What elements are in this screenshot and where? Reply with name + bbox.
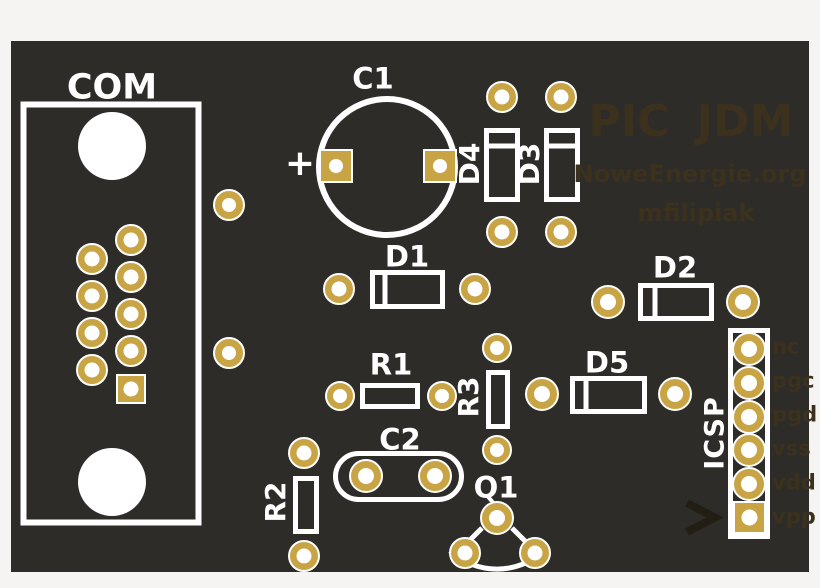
icsp-pin-label-vss: vss [772, 436, 811, 461]
icsp-pad-vpp-square [733, 501, 766, 534]
icsp-pad-vss [732, 433, 766, 467]
icsp-pad-vdd [732, 467, 766, 501]
r3-pad [482, 435, 512, 465]
d4-pad [486, 216, 518, 248]
r1-pad [325, 381, 355, 411]
d5-outline [570, 376, 647, 414]
d1-label: D1 [384, 239, 430, 274]
icsp-header-outline [728, 328, 770, 539]
d1-pad [459, 273, 491, 305]
vpp-arrow-icon [685, 499, 724, 536]
icsp-pad-pgd [732, 400, 766, 434]
d4-outline [484, 128, 520, 202]
db9-pads [76, 224, 147, 404]
icsp-pin-label-vpp: vpp [772, 504, 816, 529]
d2-pad [591, 285, 625, 319]
c1-label: C1 [352, 61, 394, 96]
icsp-pin-label-nc: nc [772, 334, 800, 359]
d5-pad [525, 377, 559, 411]
r3-label: R3 [452, 376, 485, 418]
d4-pad [486, 81, 518, 113]
d4-label: D4 [453, 142, 486, 186]
icsp-pad-pgc [732, 366, 766, 400]
d3-pad [545, 81, 577, 113]
q1-label: Q1 [473, 470, 519, 505]
r3-pad [482, 333, 512, 363]
d5-pad [658, 377, 692, 411]
r1-outline [360, 383, 420, 409]
c1-pad-positive [319, 149, 353, 183]
db9-pad [115, 224, 147, 256]
c2-pad [418, 459, 452, 493]
icsp-pin-label-pgd: pgd [772, 402, 818, 427]
author-text: mfilipiak [637, 199, 755, 227]
icsp-pin-label-vdd: vdd [772, 470, 816, 495]
q1-pad [480, 501, 514, 535]
r2-pad [288, 540, 320, 572]
db9-pad [76, 280, 108, 312]
d5-label: D5 [584, 345, 630, 380]
website-text: NoweEnergie.org [573, 160, 807, 188]
c2-outline [333, 451, 464, 502]
c2-label: C2 [379, 422, 421, 457]
via-pad [213, 337, 245, 369]
d2-label: D2 [652, 250, 698, 285]
db9-pad [115, 298, 147, 330]
com-mounting-hole [78, 112, 146, 180]
d3-pad [545, 216, 577, 248]
db9-pad [76, 317, 108, 349]
d1-outline [370, 270, 445, 309]
d2-pad [726, 285, 760, 319]
db9-pad [115, 335, 147, 367]
r1-label: R1 [369, 347, 413, 382]
db9-pad [76, 354, 108, 386]
db9-pad [76, 243, 108, 275]
c1-polarity-mark: + [284, 143, 316, 184]
r2-label: R2 [259, 481, 292, 523]
via-pad [213, 189, 245, 221]
d1-pad [323, 273, 355, 305]
db9-pad [115, 261, 147, 293]
com-connector-outline [20, 101, 202, 526]
d2-outline [638, 283, 714, 321]
q1-pad [449, 537, 481, 569]
r3-outline [486, 370, 510, 429]
c2-pad [349, 459, 383, 493]
com-mounting-hole [78, 448, 146, 516]
d3-label: D3 [513, 142, 546, 186]
d3-outline [544, 128, 580, 202]
com-label: COM [66, 67, 158, 108]
c1-pad [423, 149, 457, 183]
icsp-pad-nc [732, 332, 766, 366]
r2-pad [288, 437, 320, 469]
board-title-text: PIC JDM [588, 96, 794, 147]
icsp-pin-label-pgc: pgc [772, 368, 815, 393]
db9-pad-1-square [116, 374, 146, 404]
r2-outline [293, 476, 319, 534]
r1-pad [427, 381, 457, 411]
icsp-label: ICSP [699, 396, 731, 470]
q1-pad [519, 537, 551, 569]
